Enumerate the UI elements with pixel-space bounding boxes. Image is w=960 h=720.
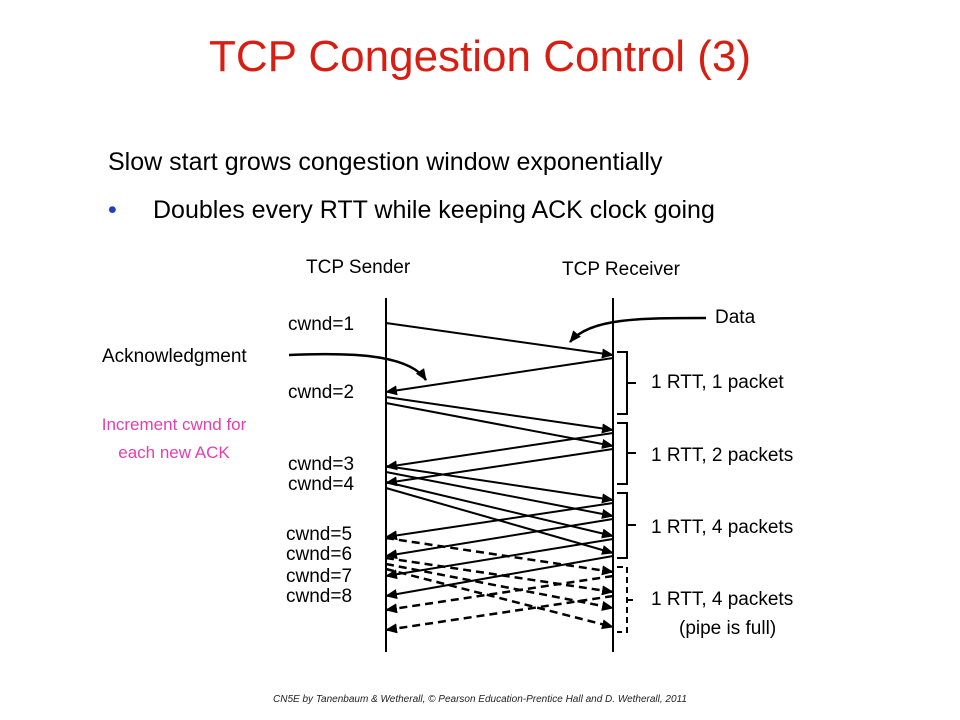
ack-arrow [385, 448, 614, 487]
bullet-text: Doubles every RTT while keeping ACK cloc… [153, 196, 715, 224]
ack-arrow [385, 502, 614, 541]
rtt-label: 1 RTT, 1 packet [651, 372, 784, 393]
rtt-bracket [617, 422, 636, 485]
rtt-bracket [617, 351, 636, 415]
cwnd-label: cwnd=1 [288, 314, 354, 335]
cwnd-label: cwnd=3 [288, 454, 354, 475]
cwnd-label: cwnd=4 [288, 474, 354, 495]
data-pointer-arrow [569, 316, 707, 343]
cwnd-label: cwnd=5 [286, 524, 352, 545]
ack-arrow [385, 357, 614, 396]
footer-credit: CN5E by Tanenbaum & Wetherall, © Pearson… [273, 694, 687, 705]
rtt-label: 1 RTT, 4 packets [651, 589, 793, 610]
increment-note: each new ACK [118, 443, 230, 462]
bullet-icon: • [108, 196, 117, 224]
ack-arrow [385, 518, 614, 560]
slide-title: TCP Congestion Control (3) [208, 32, 752, 81]
pipe-full-label: (pipe is full) [679, 618, 776, 639]
intro-text: Slow start grows congestion window expon… [108, 148, 663, 176]
data-arrow [385, 465, 614, 504]
ack-arrow [385, 538, 614, 580]
cwnd-label: cwnd=2 [288, 382, 354, 403]
ack-label: Acknowledgment [102, 346, 247, 367]
ack-arrow [385, 432, 614, 471]
data-label: Data [715, 307, 756, 328]
cwnd-label: cwnd=8 [286, 586, 352, 607]
sender-header: TCP Sender [306, 257, 411, 278]
dashed-ack-arrow [385, 574, 614, 614]
cwnd-label: cwnd=7 [286, 566, 352, 587]
dashed-data-arrow [385, 567, 614, 630]
rtt-bracket-dashed [617, 566, 636, 633]
cwnd-label: cwnd=6 [286, 544, 352, 565]
receiver-header: TCP Receiver [562, 259, 681, 280]
ack-arrow [385, 555, 614, 600]
increment-note: Increment cwnd for [102, 415, 247, 434]
rtt-label: 1 RTT, 2 packets [651, 445, 793, 466]
data-arrow [385, 481, 614, 539]
data-arrow [385, 396, 614, 434]
data-arrow [385, 322, 614, 359]
rtt-bracket [617, 492, 636, 559]
ack-pointer-arrow [288, 352, 428, 381]
rtt-label: 1 RTT, 4 packets [651, 517, 793, 538]
